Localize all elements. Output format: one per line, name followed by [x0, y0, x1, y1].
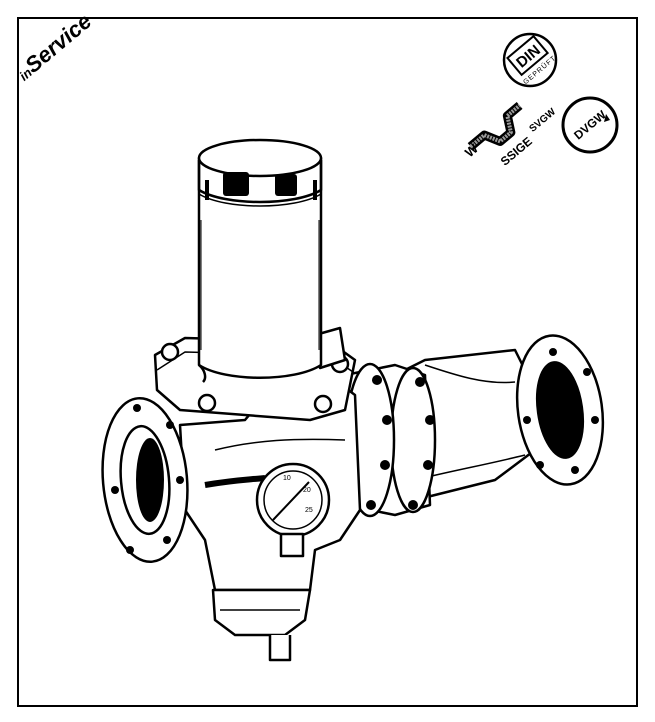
din-certification-icon: DIN GEPRÜFT [502, 32, 558, 88]
certification-logos: DIN GEPRÜFT DVGW W SSIGE SVGW [462, 32, 619, 168]
pressure-regulator-illustration: 20 25 10 [101, 138, 605, 662]
gauge-scale-25: 25 [305, 507, 313, 514]
gauge-scale-20: 20 [303, 487, 311, 494]
dvgw-certification-icon: DVGW [561, 96, 619, 154]
document-frame [17, 17, 638, 707]
gauge-scale-10: 10 [283, 475, 291, 482]
